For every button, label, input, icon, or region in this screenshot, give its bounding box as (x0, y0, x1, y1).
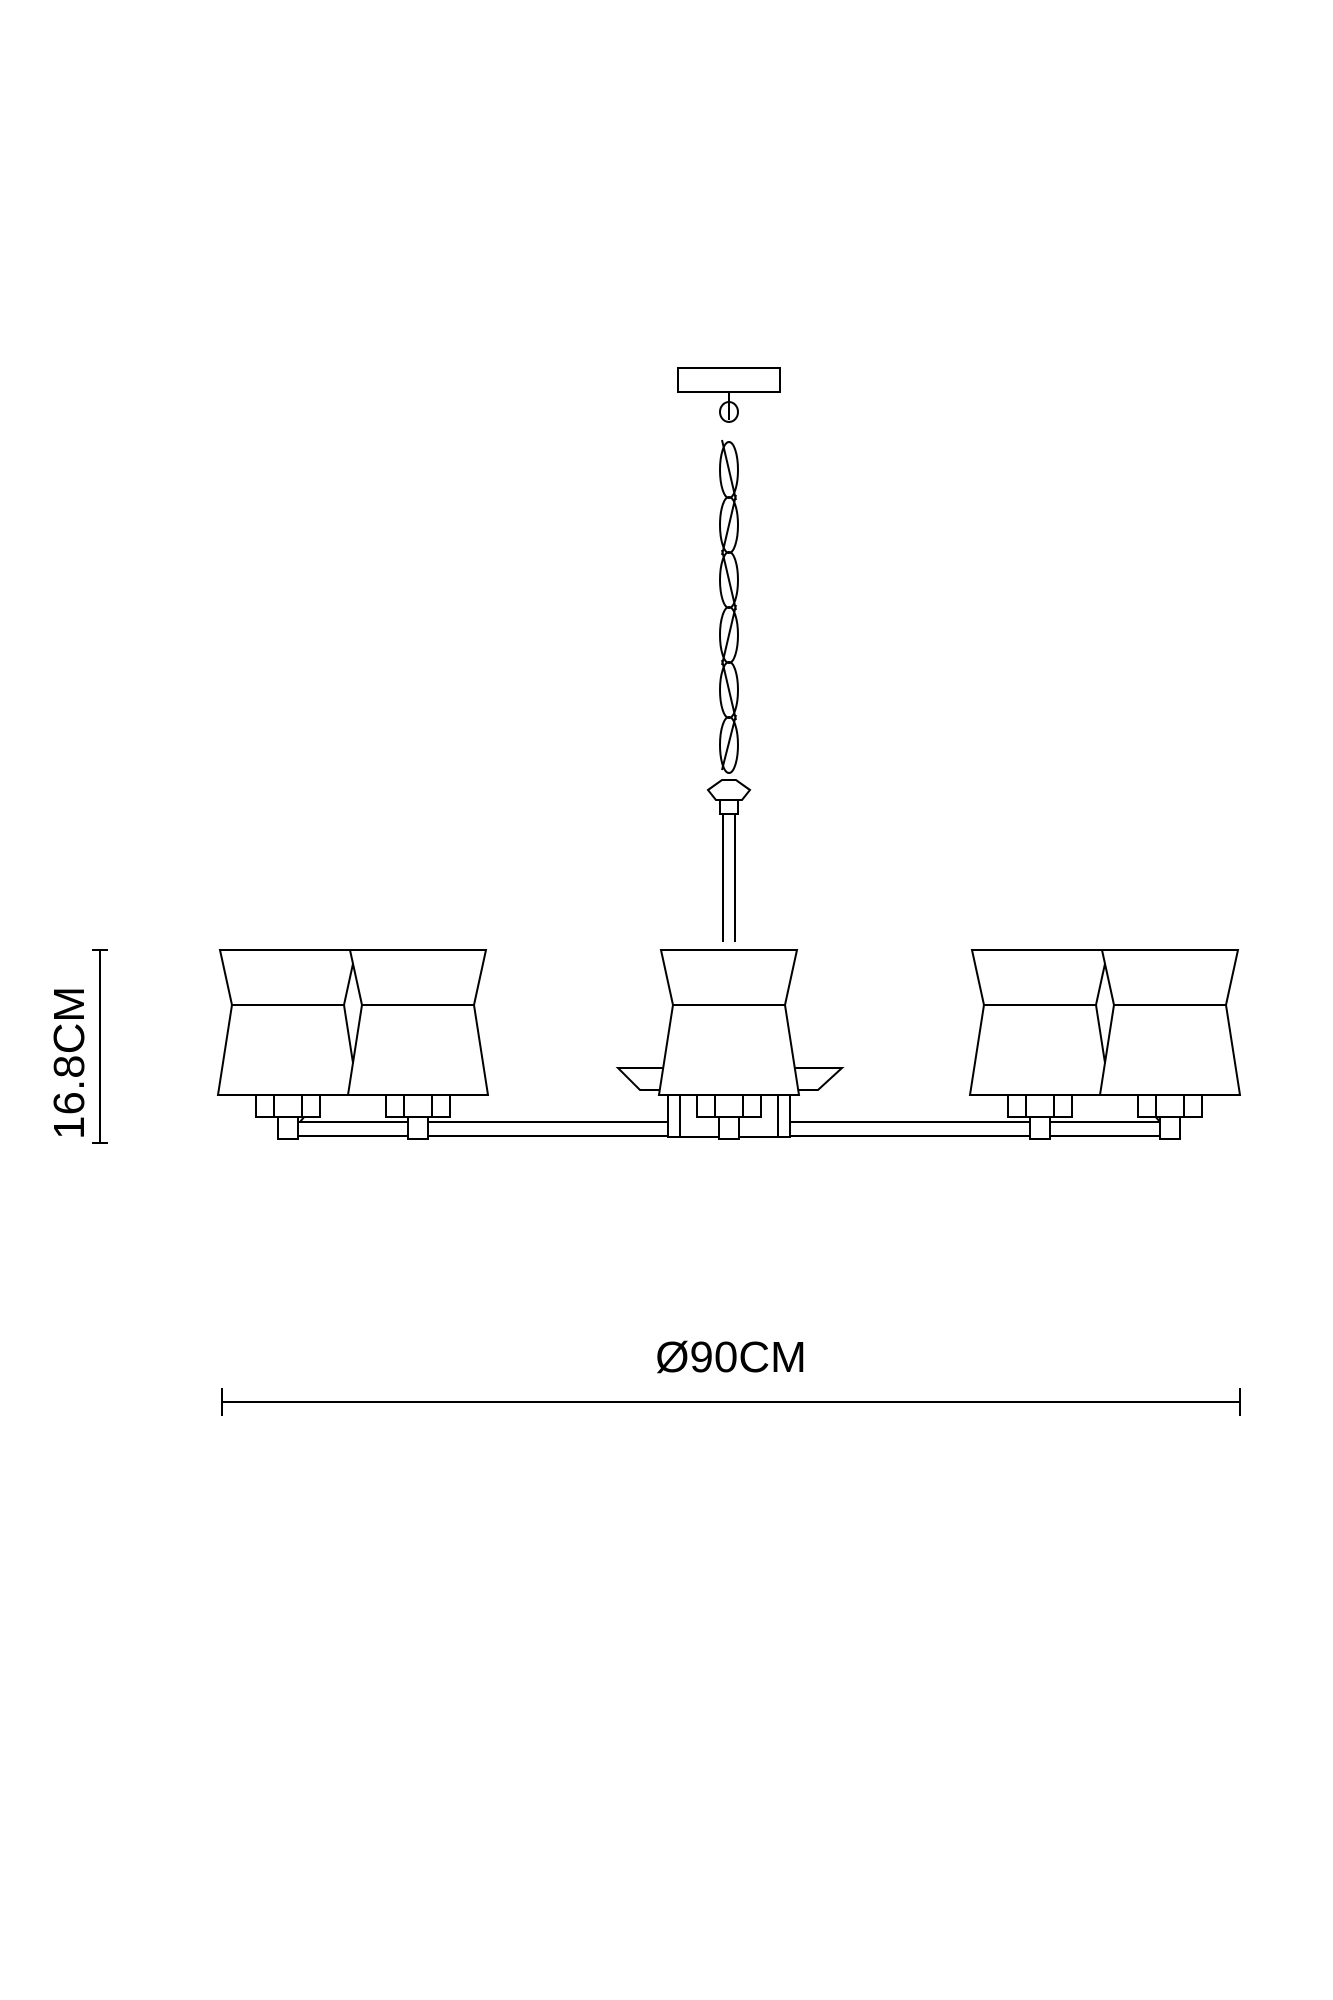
height-label: 16.8CM (45, 986, 94, 1140)
shade-right-outer (1099, 949, 1241, 1140)
height-dimension-line (92, 949, 108, 1144)
width-label: Ø90CM (655, 1333, 807, 1382)
shade-left-inner (347, 949, 489, 1140)
ceiling-canopy (677, 367, 781, 393)
stem-rod (722, 814, 736, 942)
shade-right-inner (969, 949, 1111, 1140)
chain (719, 392, 739, 774)
shade-left-outer (217, 949, 359, 1140)
stem-connector (706, 779, 752, 815)
width-dimension-line (221, 1388, 1241, 1416)
